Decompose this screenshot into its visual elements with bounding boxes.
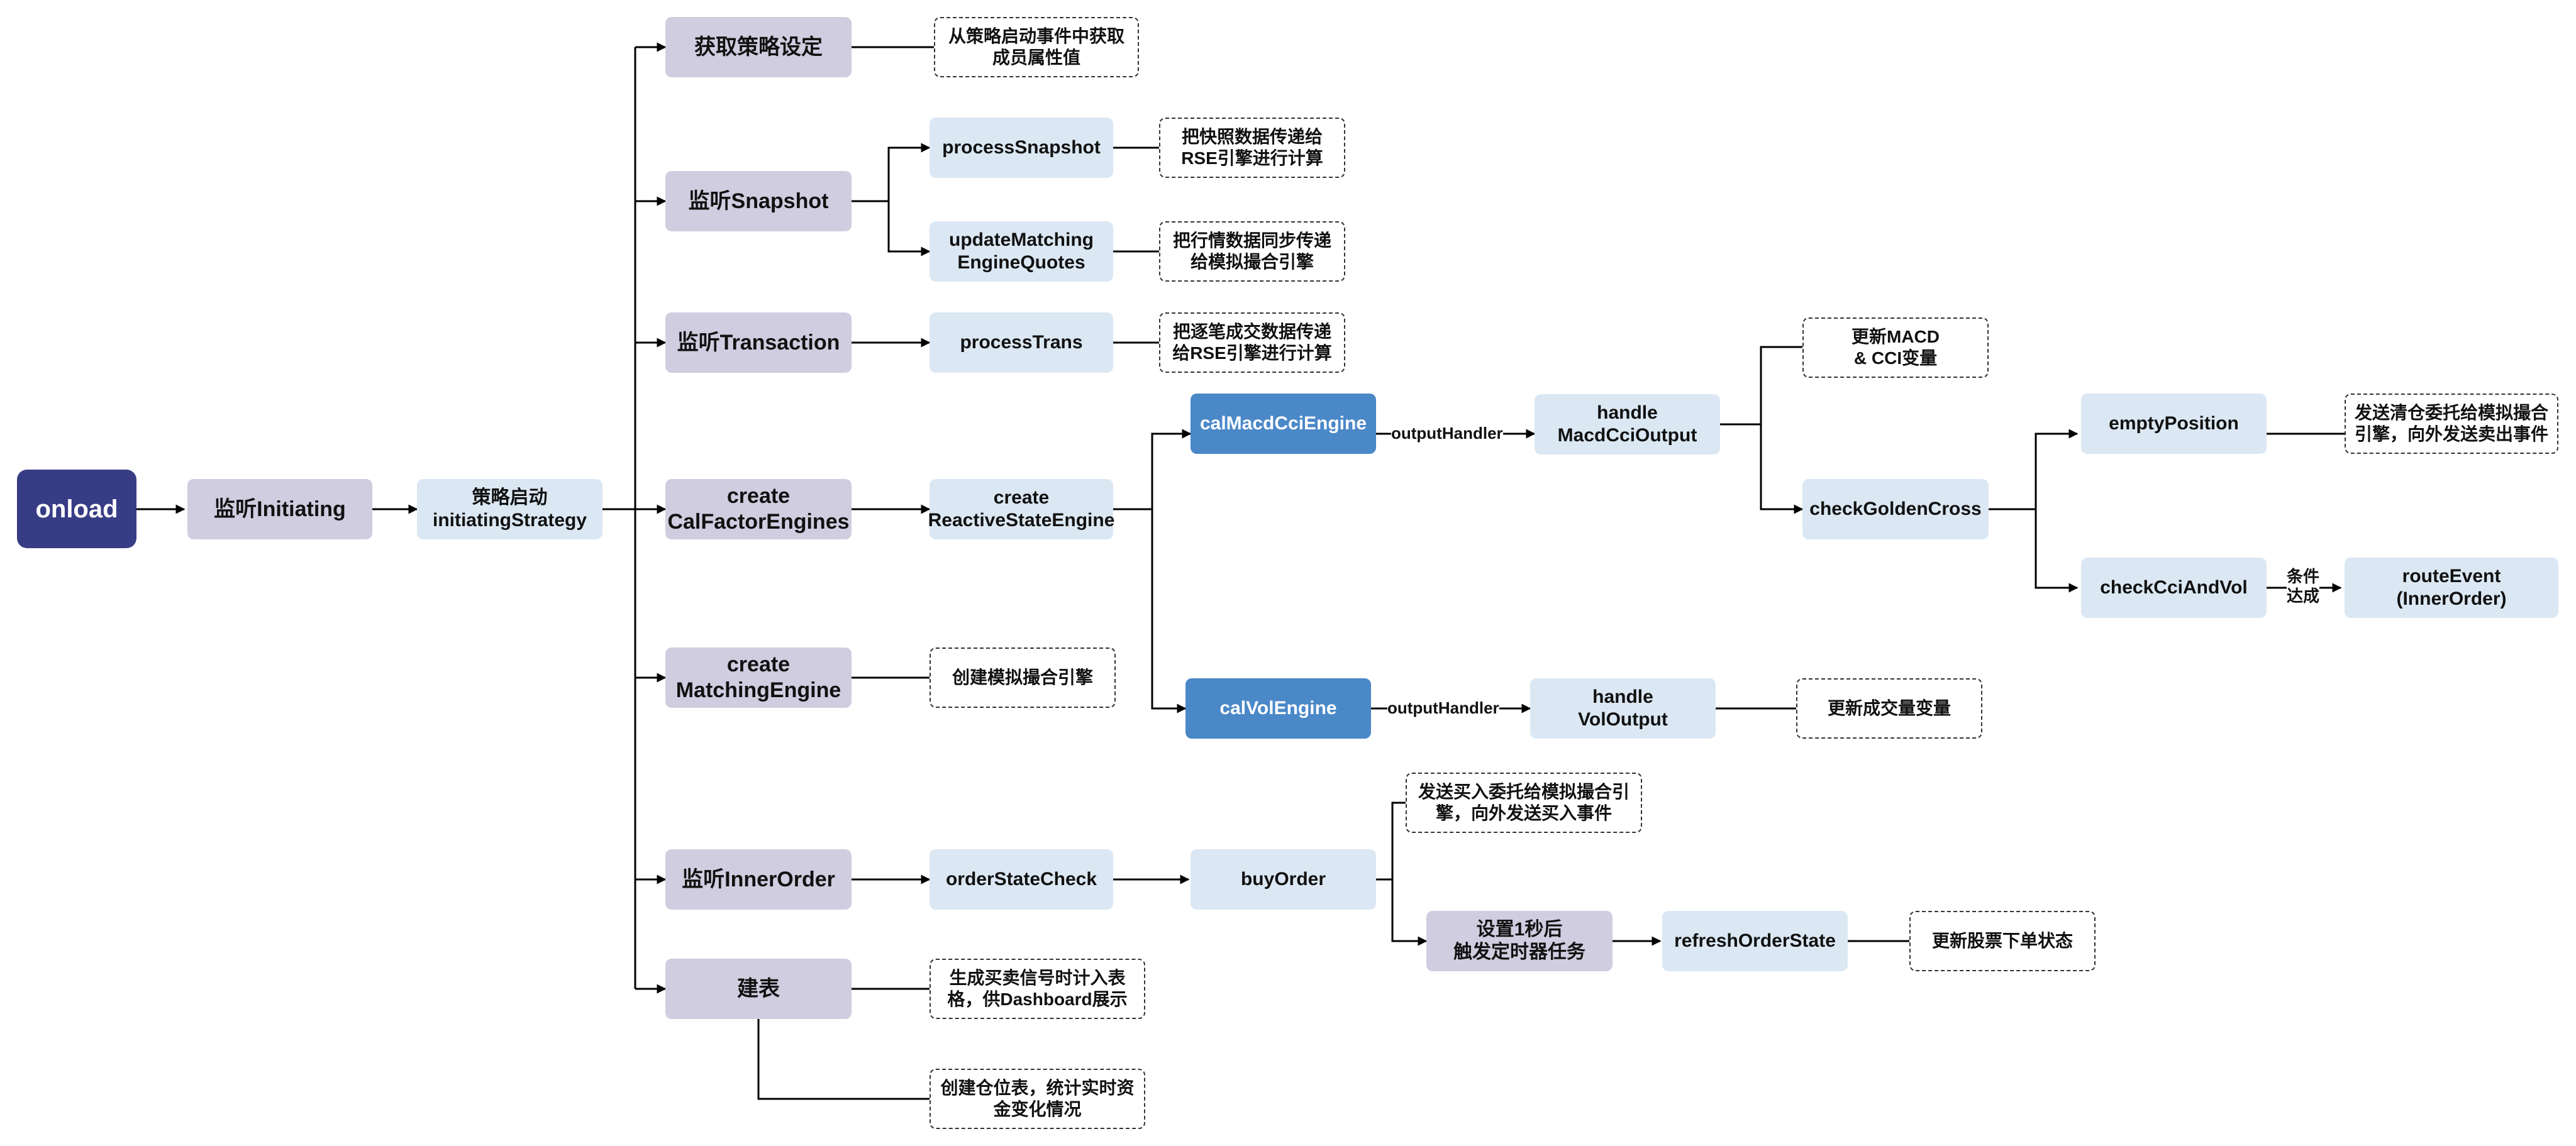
edge-handle-macd-split bbox=[1720, 346, 1802, 426]
edge-handle-macd-split-2 bbox=[1760, 424, 1804, 514]
refresh-order-note: 更新股票下单状态 bbox=[1909, 911, 2096, 971]
cal-macd-engine-node[interactable]: calMacdCciEngine bbox=[1191, 394, 1376, 454]
build-table-node[interactable]: 建表 bbox=[665, 959, 852, 1019]
order-state-check-node[interactable]: orderStateCheck bbox=[930, 849, 1113, 910]
empty-position-node[interactable]: emptyPosition bbox=[2081, 394, 2267, 454]
check-cci-vol-node[interactable]: checkCciAndVol bbox=[2081, 558, 2267, 618]
edge-snapshot-split bbox=[852, 143, 931, 202]
listen-transaction-node[interactable]: 监听Transaction bbox=[665, 312, 852, 373]
listen-initiating-node[interactable]: 监听Initiating bbox=[187, 479, 372, 539]
edge-label-macd-output-handler: outputHandler bbox=[1391, 424, 1503, 444]
edge-golden-split bbox=[1989, 429, 2079, 510]
create-matching-note: 创建模拟撮合引擎 bbox=[930, 647, 1116, 708]
listen-snapshot-node[interactable]: 监听Snapshot bbox=[665, 171, 852, 231]
handle-macd-node[interactable]: handle MacdCciOutput bbox=[1535, 394, 1720, 455]
empty-position-note: 发送清仓委托给模拟撮合 引擎，向外发送卖出事件 bbox=[2345, 394, 2558, 454]
edge-buy-split bbox=[1376, 802, 1406, 881]
process-snapshot-note: 把快照数据传递给 RSE引擎进行计算 bbox=[1159, 118, 1345, 178]
initiating-strategy-node[interactable]: 策略启动 initiatingStrategy bbox=[417, 479, 602, 539]
handle-vol-note: 更新成交量变量 bbox=[1796, 678, 1982, 739]
get-strategy-note: 从策略启动事件中获取 成员属性值 bbox=[934, 17, 1139, 77]
edge-label-condition: 条件 达成 bbox=[2287, 567, 2320, 607]
edge-rse-split bbox=[1113, 429, 1192, 510]
create-rse-node[interactable]: create ReactiveStateEngine bbox=[928, 479, 1114, 539]
update-matching-node[interactable]: updateMatching EngineQuotes bbox=[930, 221, 1113, 282]
edge-label-vol-output-handler: outputHandler bbox=[1387, 698, 1499, 719]
onload-node[interactable]: onload bbox=[17, 470, 136, 548]
edge-build-table-note2 bbox=[757, 1019, 930, 1100]
edge-buy-split-2 bbox=[1391, 879, 1428, 946]
build-table-note-positions: 创建仓位表，统计实时资 金变化情况 bbox=[930, 1069, 1145, 1129]
handle-vol-node[interactable]: handle VolOutput bbox=[1530, 678, 1716, 739]
process-snapshot-node[interactable]: processSnapshot bbox=[930, 118, 1113, 178]
create-calfactor-node[interactable]: create CalFactorEngines bbox=[665, 479, 852, 539]
process-trans-node[interactable]: processTrans bbox=[930, 312, 1113, 373]
cal-vol-engine-node[interactable]: calVolEngine bbox=[1185, 678, 1371, 739]
get-strategy-node[interactable]: 获取策略设定 bbox=[665, 17, 852, 77]
handle-macd-note: 更新MACD & CCI变量 bbox=[1802, 317, 1989, 378]
edge-rse-split-2 bbox=[1151, 509, 1187, 713]
refresh-order-state-node[interactable]: refreshOrderState bbox=[1662, 911, 1848, 971]
buy-order-node[interactable]: buyOrder bbox=[1191, 849, 1376, 910]
build-table-note-signals: 生成买卖信号时计入表 格，供Dashboard展示 bbox=[930, 959, 1145, 1019]
process-trans-note: 把逐笔成交数据传递 给RSE引擎进行计算 bbox=[1159, 312, 1345, 373]
listen-innerorder-node[interactable]: 监听InnerOrder bbox=[665, 849, 852, 910]
create-matching-node[interactable]: create MatchingEngine bbox=[665, 647, 852, 708]
route-event-node[interactable]: routeEvent (InnerOrder) bbox=[2345, 558, 2558, 618]
edge-snapshot-split-2 bbox=[887, 201, 931, 256]
buy-order-note: 发送买入委托给模拟撮合引 擎，向外发送买入事件 bbox=[1406, 773, 1642, 833]
check-golden-cross-node[interactable]: checkGoldenCross bbox=[1802, 479, 1989, 539]
set-timer-node[interactable]: 设置1秒后 触发定时器任务 bbox=[1426, 911, 1613, 971]
edge-golden-split-2 bbox=[2035, 509, 2079, 593]
update-matching-note: 把行情数据同步传递 给模拟撮合引擎 bbox=[1159, 221, 1345, 282]
